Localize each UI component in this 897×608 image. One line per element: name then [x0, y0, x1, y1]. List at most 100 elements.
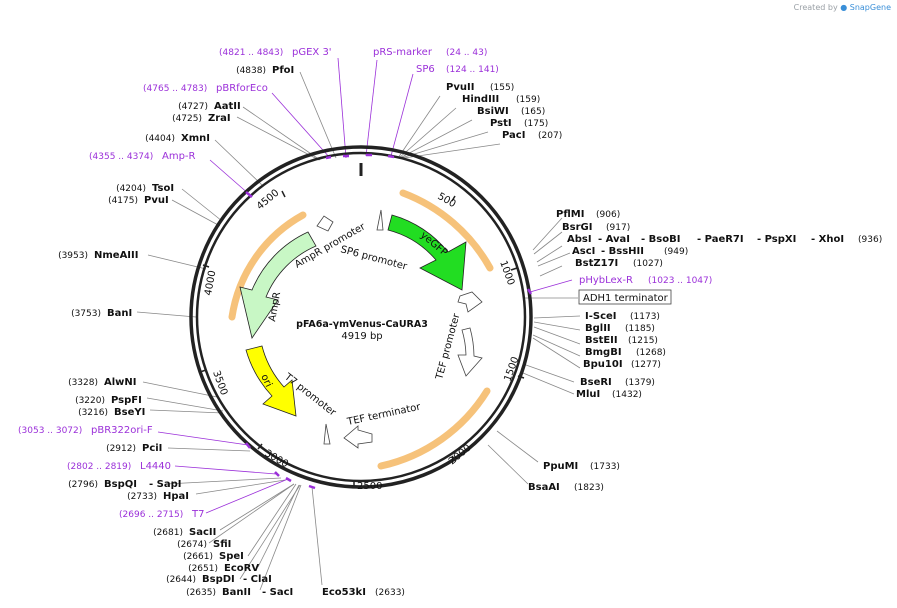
enzyme-pvui: PvuI: [144, 195, 169, 206]
tick-2500: 2500: [357, 481, 382, 492]
enzyme-sapi: - SapI: [149, 479, 181, 490]
enzyme-pspfi: PspFI: [111, 395, 142, 406]
enzyme-spei-pos: (2661): [183, 552, 213, 562]
primer-pbrforeco: pBRforEco: [216, 83, 268, 94]
label-connectors: [136, 71, 581, 591]
primer-t7-pos: (2696 .. 2715): [119, 510, 183, 520]
enzyme-asci-pos: (949): [664, 247, 688, 257]
feature-arrows: [239, 209, 483, 449]
enzyme-paci: PacI: [502, 130, 525, 141]
tef-terminator-arrow: [343, 425, 373, 449]
primer-prs-marker: pRS-marker: [373, 47, 433, 58]
snapgene-logo: ●: [840, 3, 850, 12]
enzyme-mlui-pos: (1432): [612, 390, 642, 400]
primer-pbrforeco-pos: (4765 .. 4783): [143, 84, 207, 94]
enzyme-i-scei: I-SceI: [585, 311, 617, 322]
ori-arrow: [245, 345, 297, 417]
enzyme-avai: - AvaI: [598, 234, 630, 245]
tef-promoter-label: TEF promoter: [434, 312, 463, 382]
primer-l4440: L4440: [140, 461, 171, 472]
enzyme-zrai-pos: (4725): [172, 114, 202, 124]
sp6-promoter-label: SP6 promoter: [339, 244, 409, 273]
enzyme-bseyi: BseYI: [114, 407, 145, 418]
enzyme-pcii: PciI: [142, 443, 162, 454]
enzyme-bseri: BseRI: [580, 377, 612, 388]
enzyme-nmeaiii-pos: (3953): [58, 251, 88, 261]
enzyme-bpu10i: Bpu10I: [583, 359, 623, 370]
enzyme-bspdi-pos: (2644): [166, 575, 196, 585]
enzyme-asci: AscI: [572, 246, 595, 257]
enzyme-bsteii: BstEII: [585, 335, 618, 346]
enzyme-sacii-pos: (2681): [153, 528, 183, 538]
enzyme-bani: BanI: [107, 308, 132, 319]
enzyme-paer7i: - PaeR7I: [697, 234, 744, 245]
primer-pgex3-pos: (4821 .. 4843): [219, 48, 283, 58]
enzyme-hindiii-pos: (159): [516, 95, 540, 105]
tick-500: 500: [436, 191, 458, 210]
enzyme-bstz17i-pos: (1027): [633, 259, 663, 269]
enzyme-pspfi-pos: (3220): [75, 396, 105, 406]
enzyme-bspqi: BspQI: [104, 479, 137, 490]
tef-terminator-label: TEF terminator: [345, 402, 422, 429]
ori-label: ori: [258, 373, 273, 389]
enzyme-eco53ki-pos: (2633): [375, 588, 405, 598]
enzyme-ppumi-pos: (1733): [590, 462, 620, 472]
primer-labels: (4821 .. 4843) pGEX 3' pRS-marker (24 ..…: [18, 47, 712, 520]
enzyme-pvuii: PvuII: [446, 82, 474, 93]
enzyme-bstz17i: BstZ17I: [575, 258, 618, 269]
enzyme-pcii-pos: (2912): [106, 444, 136, 454]
ampr-arrow: [239, 231, 317, 339]
plasmid-name: pFA6a-γmVenus-CaURA3: [296, 319, 428, 330]
primer-marks: [245, 153, 533, 490]
tick-4000: 4000: [203, 270, 218, 297]
enzyme-xmni-pos: (4404): [145, 134, 175, 144]
enzyme-alwni: AlwNI: [104, 377, 137, 388]
enzyme-saci: - SacI: [262, 587, 293, 598]
plasmid-length: 4919 bp: [341, 331, 382, 342]
enzyme-paci-pos: (207): [538, 131, 562, 141]
enzyme-ecorv-pos: (2651): [188, 564, 218, 574]
enzyme-psti-pos: (175): [524, 119, 548, 129]
yegfp-arrow: [387, 214, 467, 291]
primer-pbr322ori-f: pBR322ori-F: [91, 425, 153, 436]
tef-promoter-arrow: [457, 327, 483, 377]
enzyme-absi: AbsI: [567, 234, 592, 245]
enzyme-aatii-pos: (4727): [178, 102, 208, 112]
enzyme-spei: SpeI: [219, 551, 244, 562]
enzyme-bsobi: - BsoBI: [641, 234, 680, 245]
enzyme-bglii: BglII: [585, 323, 611, 334]
watermark-prefix: Created by: [793, 3, 838, 12]
enzyme-bsiwi-pos: (165): [521, 107, 545, 117]
enzyme-mlui: MluI: [576, 389, 600, 400]
primer-pgex3: pGEX 3': [292, 47, 332, 58]
enzyme-eco53ki: Eco53kI: [322, 587, 366, 598]
enzyme-zrai: ZraI: [208, 113, 231, 124]
enzyme-tsoi: TsoI: [152, 183, 174, 194]
enzyme-bglii-pos: (1185): [625, 324, 655, 334]
enzyme-alwni-pos: (3328): [68, 378, 98, 388]
enzyme-bani-pos: (3753): [71, 309, 101, 319]
t7-promoter-arrow: [323, 423, 331, 445]
primer-sp6-pos: (124 .. 141): [446, 65, 499, 75]
enzyme-hpai-pos: (2733): [127, 492, 157, 502]
feature-highlights: [228, 189, 494, 470]
primer-connectors: [157, 57, 573, 514]
enzymes-left: (4838) PfoI (4727) AatII (4725) ZraI (44…: [58, 65, 405, 598]
enzyme-bsshii: - BssHII: [601, 246, 644, 257]
primer-phyblex-r: pHybLex-R: [579, 275, 633, 286]
ampr-label: AmpR: [267, 291, 283, 322]
tick-1000: 1000: [497, 259, 516, 287]
enzyme-banii: BanII: [222, 587, 251, 598]
enzyme-xmni: XmnI: [181, 133, 210, 144]
enzyme-bmgbi-pos: (1268): [636, 348, 666, 358]
enzyme-bmgbi: BmgBI: [585, 347, 622, 358]
tick-3500: 3500: [210, 369, 229, 397]
enzyme-sfii-pos: (2674): [177, 540, 207, 550]
enzyme-pfoi: PfoI: [272, 65, 294, 76]
enzyme-pvuii-pos: (155): [490, 83, 514, 93]
enzyme-bsteii-pos: (1215): [628, 336, 658, 346]
watermark-brand: SnapGene: [849, 3, 891, 12]
primer-amp-r-pos: (4355 .. 4374): [89, 152, 153, 162]
enzyme-bseyi-pos: (3216): [78, 408, 108, 418]
